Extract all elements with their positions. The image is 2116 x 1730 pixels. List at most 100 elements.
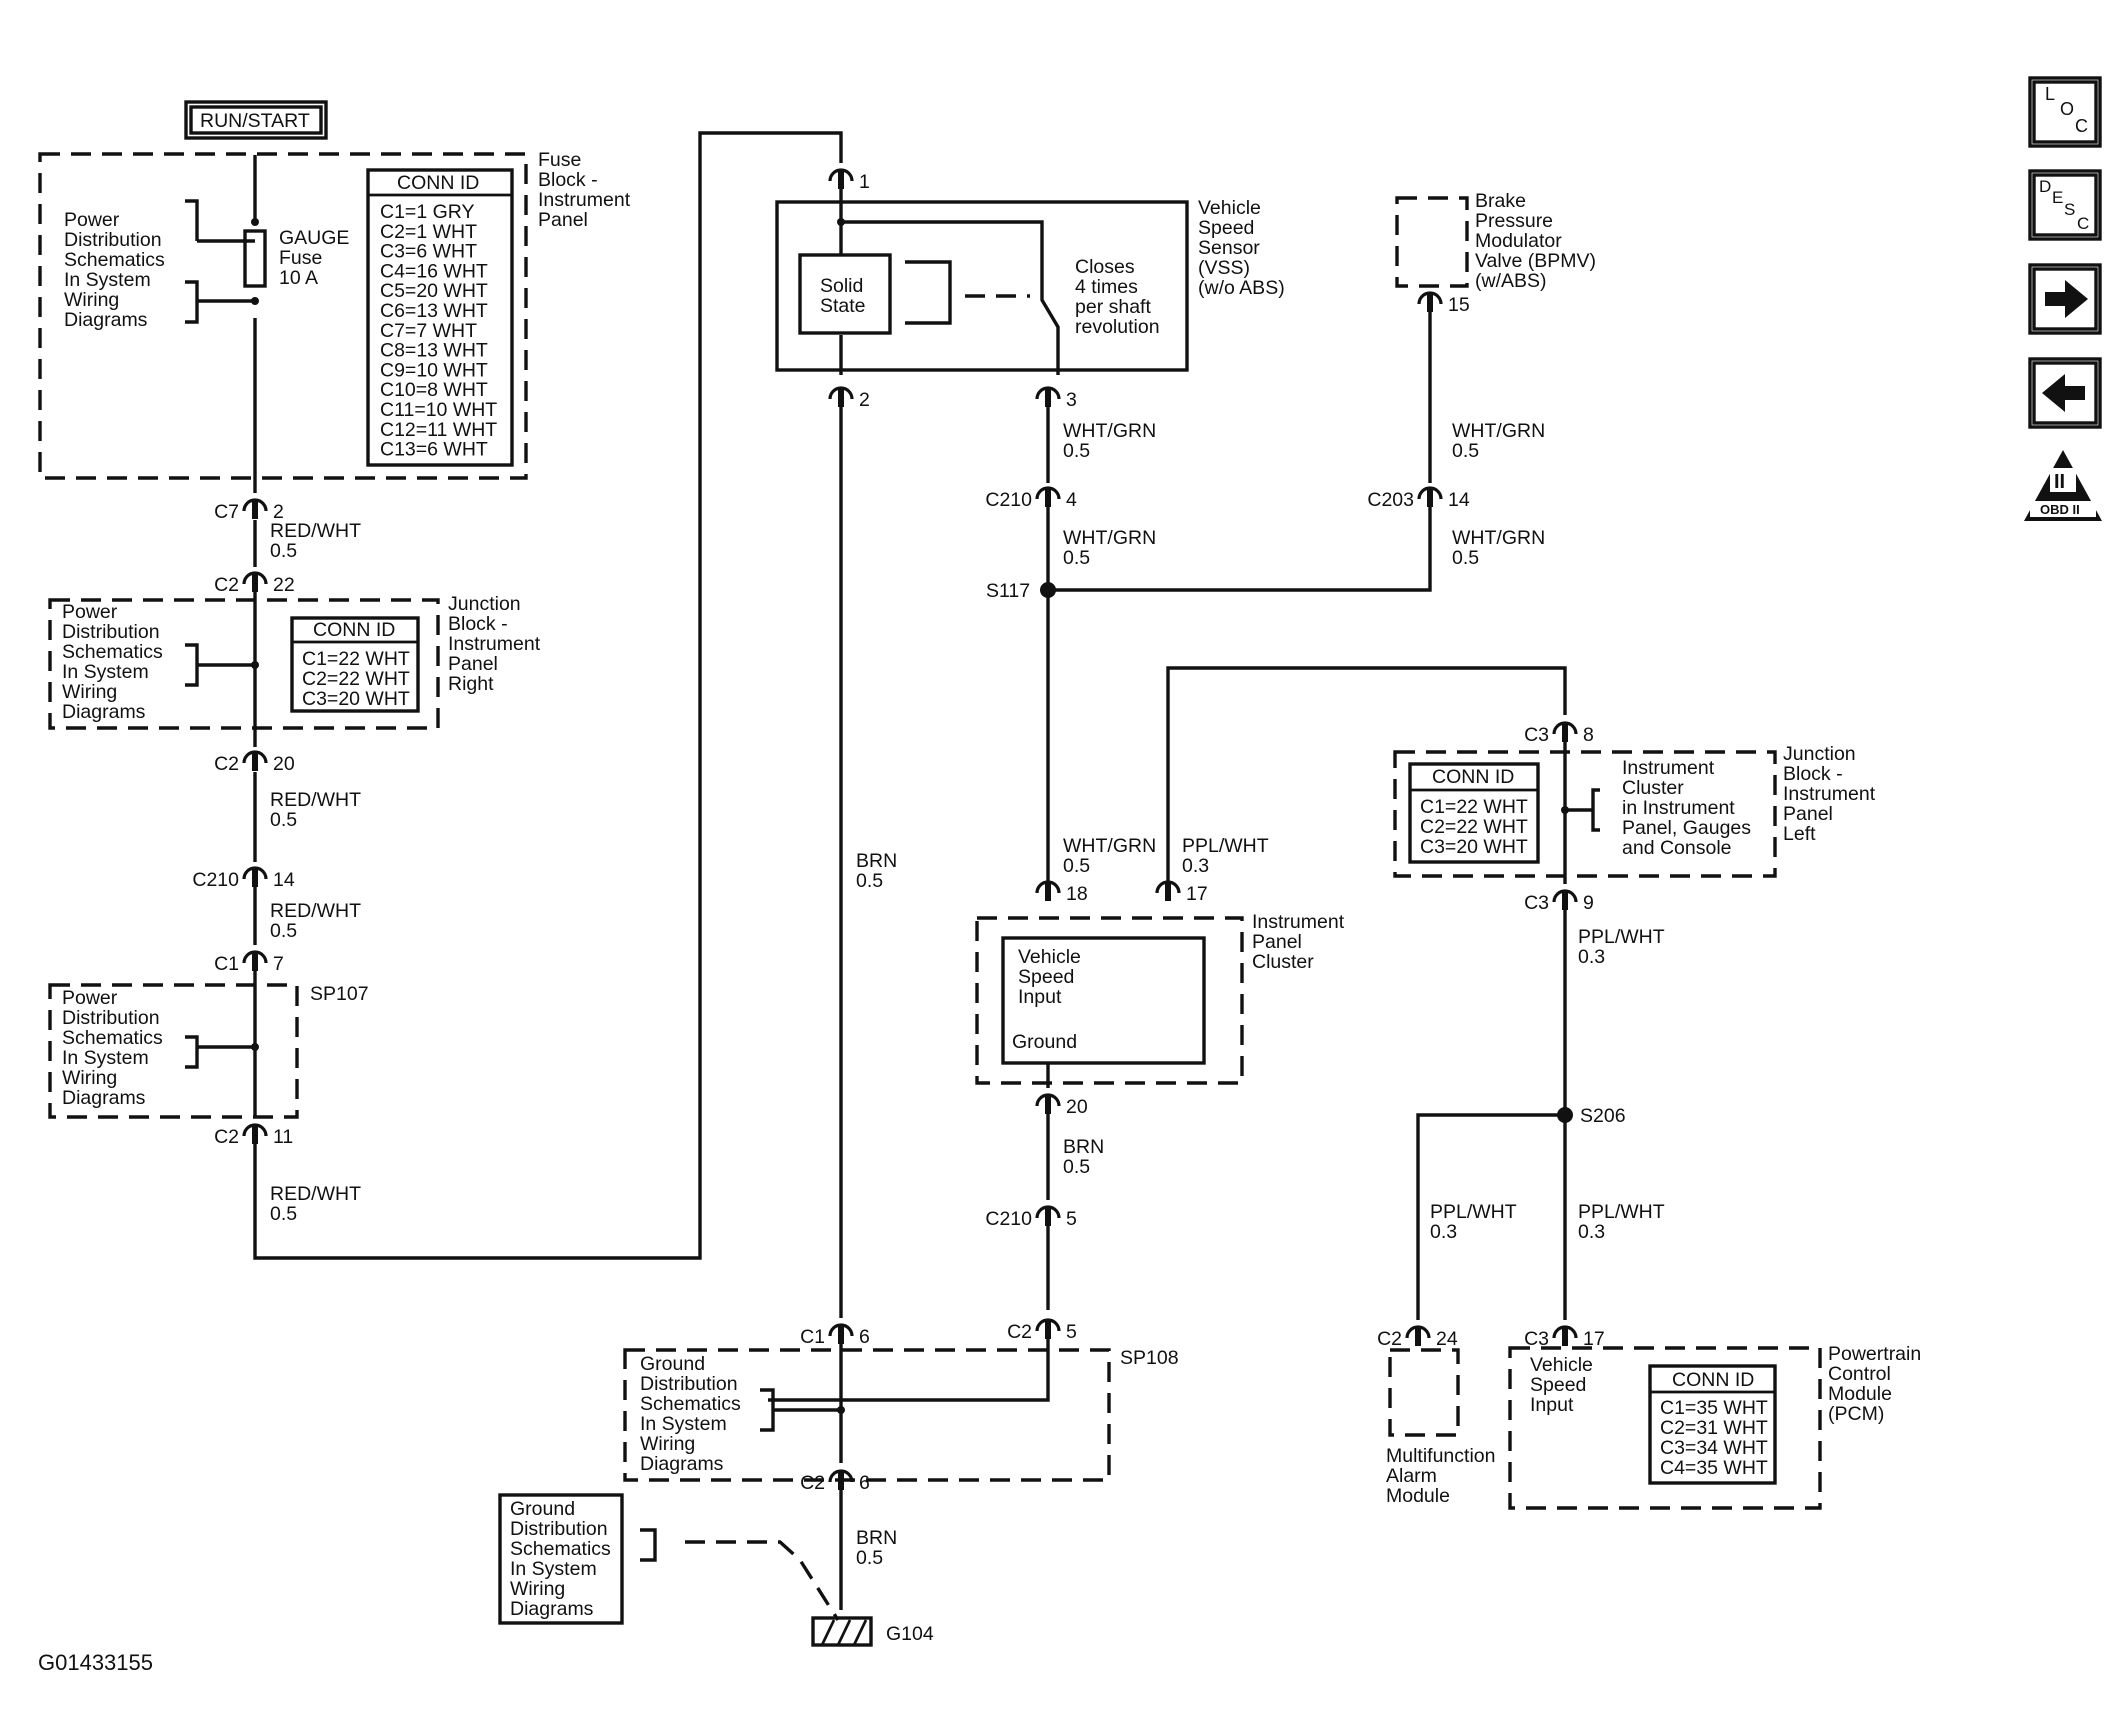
pcm-label: Powertrain Control Module (PCM) <box>1828 1343 1927 1425</box>
sp108-ref: Ground Distribution Schematics In System… <box>640 1353 746 1475</box>
obd-button[interactable]: II OBD II <box>2024 450 2102 521</box>
connector-symbol <box>242 950 268 971</box>
connector-pin: 5 <box>1066 1321 1077 1343</box>
prev-button[interactable] <box>2028 357 2102 429</box>
splice-label-s117: S117 <box>986 580 1030 602</box>
component-boxes <box>38 100 1822 1647</box>
connector-symbol <box>828 386 854 407</box>
figure-id: G01433155 <box>38 1650 153 1675</box>
connector-symbol <box>1155 880 1181 901</box>
connector-pin: 20 <box>273 753 295 775</box>
connector-symbol <box>828 168 854 189</box>
connector-id: C210 <box>985 489 1032 511</box>
connector-symbol <box>1035 386 1061 407</box>
connector-symbol <box>242 1123 268 1144</box>
fuse-block-label: Fuse Block - Instrument Panel <box>538 149 636 231</box>
connector-symbol <box>1417 291 1443 312</box>
ground-g104-label: G104 <box>886 1623 934 1645</box>
bpmv-outline <box>1395 196 1469 288</box>
connector-pin: 2 <box>859 389 870 411</box>
connector-symbols <box>242 168 1578 1490</box>
ipc-ground-label: Ground <box>1012 1031 1077 1053</box>
connector-id: C3 <box>1524 1328 1549 1350</box>
junction-dot <box>1561 806 1569 814</box>
connector-symbol <box>1035 880 1061 901</box>
junction-dot <box>251 218 259 226</box>
connector-id: C203 <box>1367 489 1414 511</box>
ipc-label: Instrument Panel Cluster <box>1252 911 1350 973</box>
fuse-symbol <box>243 229 267 288</box>
solid-state-label: Solid State <box>820 275 869 317</box>
junction-right-conn-table <box>290 616 420 713</box>
ground-ref-box <box>498 1493 624 1625</box>
connector-id: C2 <box>214 753 239 775</box>
connector-id: C2 <box>1377 1328 1402 1350</box>
obd-ii-icon: II OBD II <box>2024 450 2102 521</box>
vss-box <box>775 200 1189 372</box>
connector-symbol <box>1417 486 1443 507</box>
junction-left-conn-list: C1=22 WHT C2=22 WHT C3=20 WHT <box>1420 796 1533 858</box>
svg-text:O: O <box>2060 99 2074 119</box>
connector-symbol <box>242 498 268 519</box>
fuse-label: GAUGE Fuse 10 A <box>279 227 355 289</box>
svg-text:E: E <box>2052 188 2063 207</box>
run-start-label: RUN/START <box>200 110 310 132</box>
pcm-conn-table <box>1648 1364 1777 1485</box>
loc-button[interactable]: L O C <box>2028 76 2102 148</box>
pcm-conn-list: C1=35 WHT C2=31 WHT C3=34 WHT C4=35 WHT <box>1660 1397 1773 1479</box>
connector-symbol <box>242 571 268 592</box>
connector-symbol <box>1552 889 1578 910</box>
connector-symbol <box>828 1469 854 1490</box>
connector-pin: 4 <box>1066 489 1077 511</box>
solid-state-box <box>798 253 892 335</box>
connector-pin: 15 <box>1448 294 1470 316</box>
connector-id: C1 <box>214 953 239 975</box>
splices <box>251 218 1573 1414</box>
connector-id: C210 <box>985 1208 1032 1230</box>
ipc-outline <box>975 916 1244 1085</box>
connector-pin: 7 <box>273 953 284 975</box>
svg-text:II: II <box>2054 471 2065 493</box>
desc-button[interactable]: D E S C <box>2028 169 2102 241</box>
junction-dot <box>251 297 259 305</box>
junction-left-label: Junction Block - Instrument Panel Left <box>1783 743 1881 845</box>
connector-pin: 8 <box>1583 724 1594 746</box>
fuse-conn-table <box>366 168 514 467</box>
fuse-conn-title: CONN ID <box>397 172 479 194</box>
ipc-inner-box <box>1001 936 1206 1065</box>
junction-dot <box>837 218 845 226</box>
connector-pin: 6 <box>859 1326 870 1348</box>
fuse-block-outline <box>38 152 528 480</box>
connector-id: C7 <box>214 501 239 523</box>
fuse-block-ref: Power Distribution Schematics In System … <box>64 209 170 331</box>
connector-symbol <box>1405 1325 1431 1346</box>
sp107-ref: Power Distribution Schematics In System … <box>62 987 168 1109</box>
junction-right-label: Junction Block - Instrument Panel Right <box>448 593 546 695</box>
connector-symbol <box>1035 1093 1061 1114</box>
junction-left-conn-table <box>1408 762 1540 864</box>
connector-pin: 3 <box>1066 389 1077 411</box>
labels: RUN/START Fuse Block - Instrument Panel … <box>38 110 1927 1675</box>
next-button[interactable] <box>2028 263 2102 335</box>
ipc-input-label: Vehicle Speed Input <box>1018 946 1086 1008</box>
nav-buttons: L O C D E S C <box>2024 76 2102 521</box>
connector-symbol <box>242 750 268 771</box>
connector-pin: 5 <box>1066 1208 1077 1230</box>
connector-symbol <box>1035 486 1061 507</box>
connector-symbol <box>242 866 268 887</box>
svg-text:L: L <box>2045 84 2055 104</box>
connector-symbol <box>828 1323 854 1344</box>
pcm-outline <box>1508 1346 1822 1510</box>
junction-left-conn-title: CONN ID <box>1432 766 1514 788</box>
